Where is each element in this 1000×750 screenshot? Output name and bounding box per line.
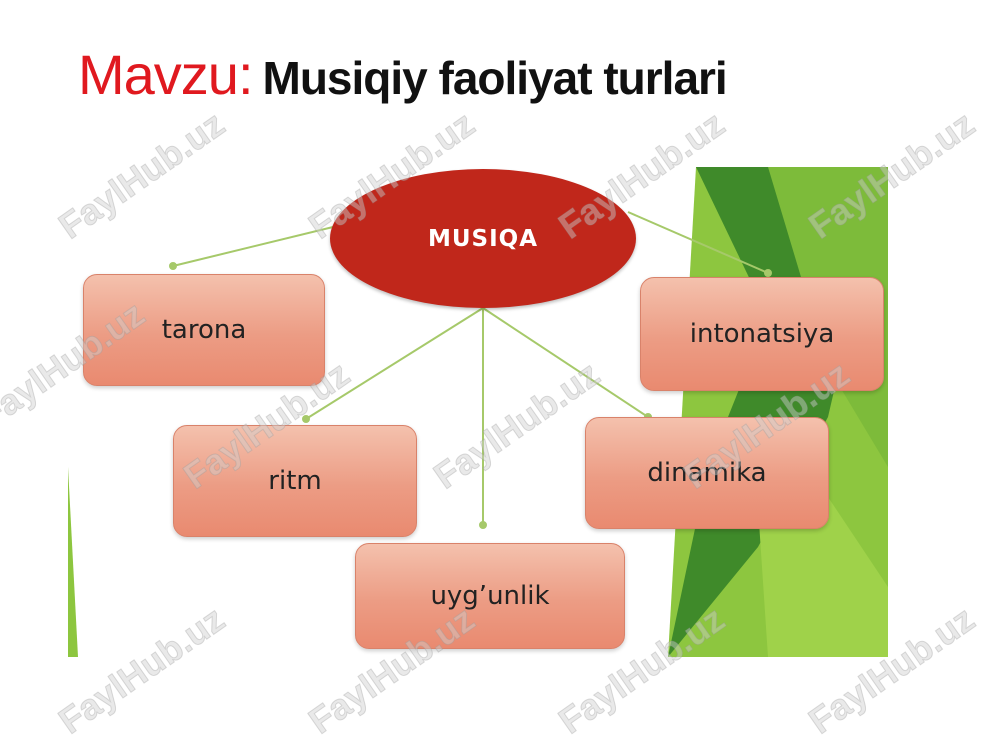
connector-intonatsiya-tip [764, 269, 772, 277]
node-uygunlik: uyg’unlik [355, 543, 625, 649]
connector-dinamika [482, 307, 649, 418]
node-dinamika: dinamika [585, 417, 829, 529]
connector-ritm [305, 307, 484, 420]
title-label: Mavzu: [78, 43, 253, 106]
concept-diagram: MUSIQA tarona intonatsiya ritm dinamika … [68, 167, 888, 657]
node-intonatsiya: intonatsiya [640, 277, 884, 391]
connector-ritm-tip [302, 415, 310, 423]
hub-musiqa: MUSIQA [330, 169, 636, 308]
connector-tarona [172, 226, 334, 267]
node-ritm: ritm [173, 425, 417, 537]
connector-uygunlik-tip [479, 521, 487, 529]
slide-title: Mavzu:Musiqiy faoliyat turlari [78, 42, 728, 107]
title-subject: Musiqiy faoliyat turlari [262, 52, 728, 104]
connector-tarona-tip [169, 262, 177, 270]
green-shape-left [68, 467, 78, 657]
connector-intonatsiya [627, 211, 769, 274]
node-tarona: tarona [83, 274, 325, 386]
